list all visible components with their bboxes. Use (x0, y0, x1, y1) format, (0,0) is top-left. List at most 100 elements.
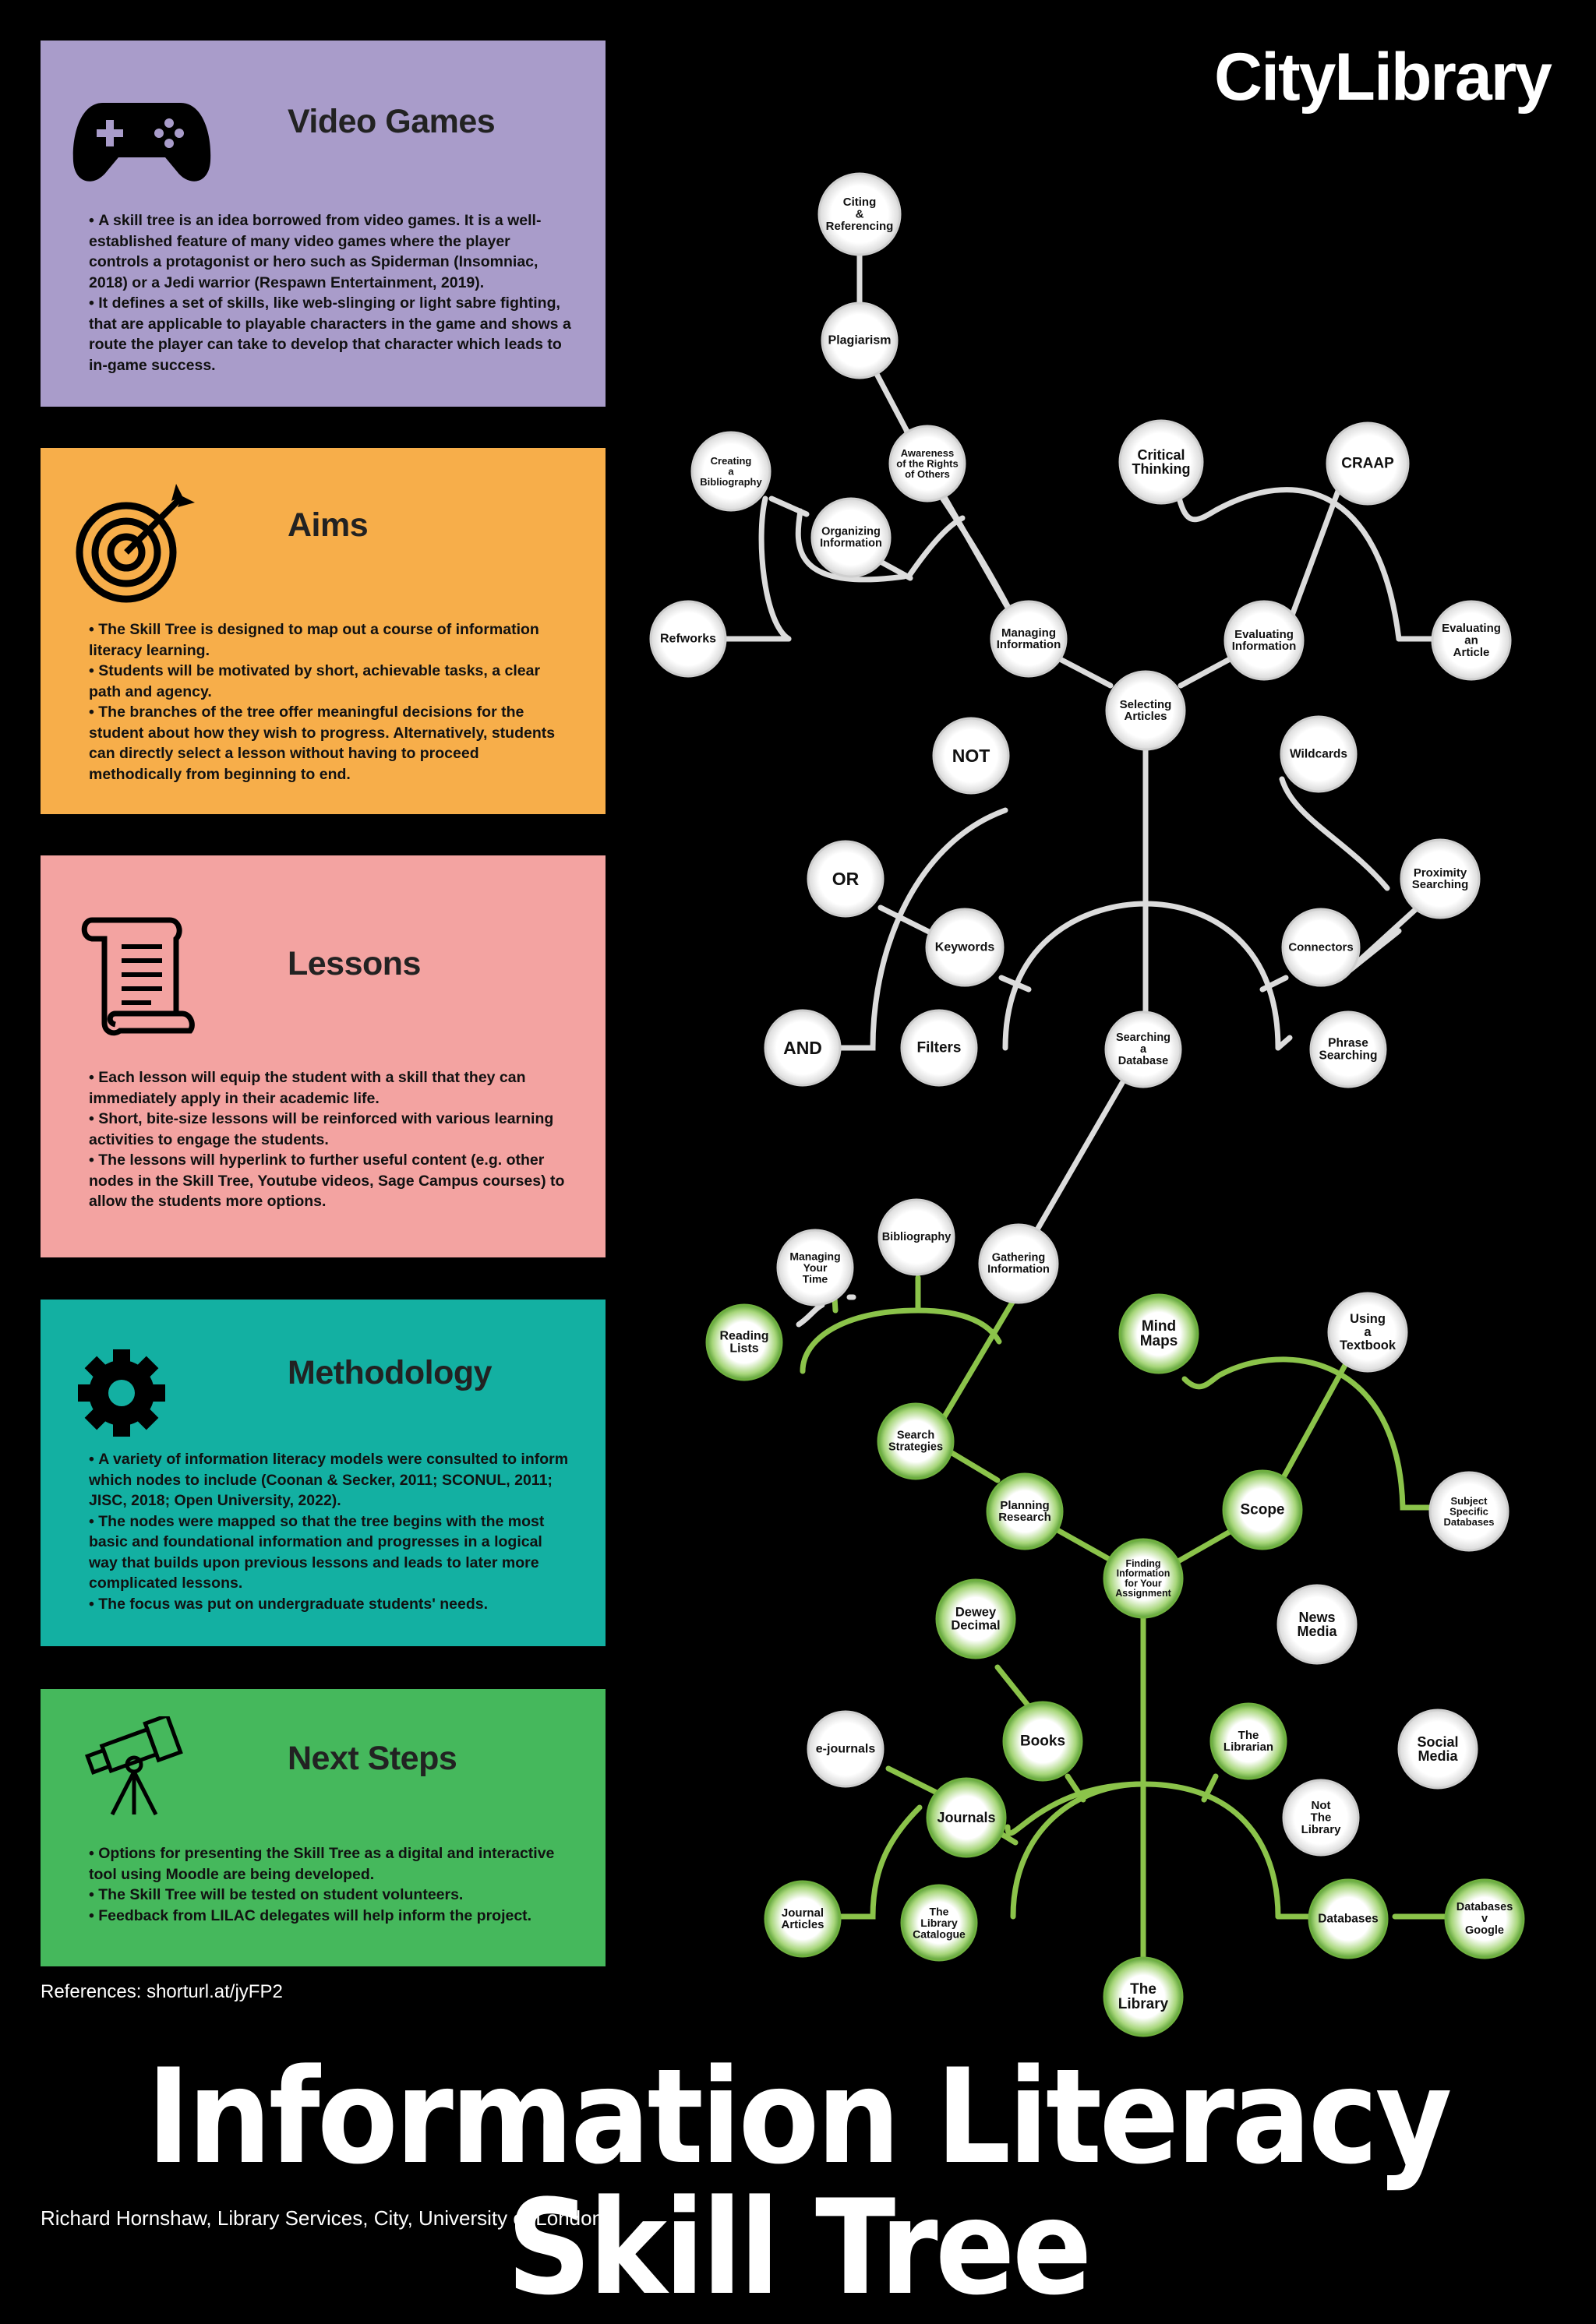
skill-node-circle[interactable] (1428, 1471, 1509, 1552)
skill-node-circle[interactable] (1276, 1584, 1358, 1665)
skill-node-circle[interactable] (1209, 1702, 1287, 1780)
skill-node-circle[interactable] (810, 497, 892, 578)
skill-node-journals[interactable]: Journals (926, 1777, 1007, 1858)
aims-panel: Aims The Skill Tree is designed to map o… (41, 448, 606, 814)
skill-node-circle[interactable] (1327, 1292, 1408, 1373)
skill-node-plagiarism[interactable]: Plagiarism (821, 302, 899, 379)
skill-node-label: Critical (1137, 447, 1185, 463)
skill-node-circle[interactable] (990, 600, 1068, 678)
skill-node-circle[interactable] (925, 908, 1005, 987)
skill-node-or[interactable]: OR (807, 840, 885, 918)
skill-node-circle[interactable] (1281, 908, 1361, 987)
skill-node-circle[interactable] (926, 1777, 1007, 1858)
skill-node-label: Bibliography (700, 476, 762, 488)
skill-node-label: Searching (1319, 1049, 1378, 1062)
skill-node-circle[interactable] (807, 1710, 885, 1788)
skill-node-circle[interactable] (1444, 1878, 1525, 1959)
skill-node-circle[interactable] (986, 1472, 1064, 1550)
skill-node-e-journals[interactable]: e-journals (807, 1710, 885, 1788)
skill-node-databases[interactable]: Databases (1308, 1878, 1389, 1959)
skill-node-circle[interactable] (705, 1303, 783, 1381)
skill-node-circle[interactable] (1103, 1538, 1184, 1619)
skill-node-bibliography[interactable]: Bibliography (877, 1198, 955, 1276)
skill-node-craap[interactable]: CRAAP (1326, 421, 1410, 506)
skill-node-circle[interactable] (649, 600, 727, 678)
skill-node-circle[interactable] (900, 1009, 978, 1087)
skill-node-circle[interactable] (1431, 600, 1512, 681)
skill-node-circle[interactable] (1400, 838, 1481, 919)
skill-node-keywords[interactable]: Keywords (925, 908, 1005, 987)
skill-node-connectors[interactable]: Connectors (1281, 908, 1361, 987)
skill-node-circle[interactable] (1326, 421, 1410, 506)
skill-node-and[interactable]: AND (764, 1009, 842, 1087)
skill-node-refworks[interactable]: Refworks (649, 600, 727, 678)
skill-node-circle[interactable] (978, 1223, 1059, 1304)
skill-node-circle[interactable] (817, 172, 902, 256)
skill-node-circle[interactable] (821, 302, 899, 379)
skill-node-filters[interactable]: Filters (900, 1009, 978, 1087)
skill-node-circle[interactable] (776, 1229, 854, 1307)
city-library-logo: CityLibrary (1213, 40, 1552, 115)
skill-node-scope[interactable]: Scope (1222, 1469, 1303, 1550)
skill-node-label: Subject (1451, 1495, 1488, 1507)
skill-node-wildcards[interactable]: Wildcards (1280, 715, 1358, 793)
skill-node-circle[interactable] (1280, 715, 1358, 793)
skill-node-circle[interactable] (877, 1402, 955, 1480)
skill-node-label: OR (832, 869, 860, 889)
skill-node-circle[interactable] (1118, 1293, 1199, 1374)
skill-node-circle[interactable] (1282, 1779, 1360, 1857)
skill-node-circle[interactable] (1309, 1010, 1387, 1088)
skill-node-circle[interactable] (1118, 419, 1204, 505)
skill-node-books[interactable]: Books (1002, 1701, 1083, 1782)
skill-node-circle[interactable] (1104, 1010, 1182, 1088)
skill-node-circle[interactable] (900, 1884, 978, 1962)
skill-node-circle[interactable] (877, 1198, 955, 1276)
skill-node-circle[interactable] (1308, 1878, 1389, 1959)
skill-node-circle[interactable] (764, 1009, 842, 1087)
skill-node-not[interactable]: NOT (932, 717, 1010, 795)
skill-node-citing[interactable]: Citing&Referencing (817, 172, 902, 256)
skill-node-circle[interactable] (1105, 670, 1186, 751)
skill-node-circle[interactable] (1103, 1956, 1184, 2037)
skill-node-circle[interactable] (932, 717, 1010, 795)
skill-node-circle[interactable] (1002, 1701, 1083, 1782)
skill-node-label: Article (1453, 646, 1490, 659)
skill-node-circle[interactable] (807, 840, 885, 918)
skill-node-circle[interactable] (888, 425, 966, 503)
skill-node-circle[interactable] (1223, 600, 1305, 681)
skill-node-circle[interactable] (935, 1578, 1016, 1659)
skill-node-circle[interactable] (764, 1880, 842, 1958)
skill-node-circle[interactable] (1397, 1709, 1478, 1790)
skill-node-circle[interactable] (1222, 1469, 1303, 1550)
skill-node-circle[interactable] (690, 431, 772, 512)
